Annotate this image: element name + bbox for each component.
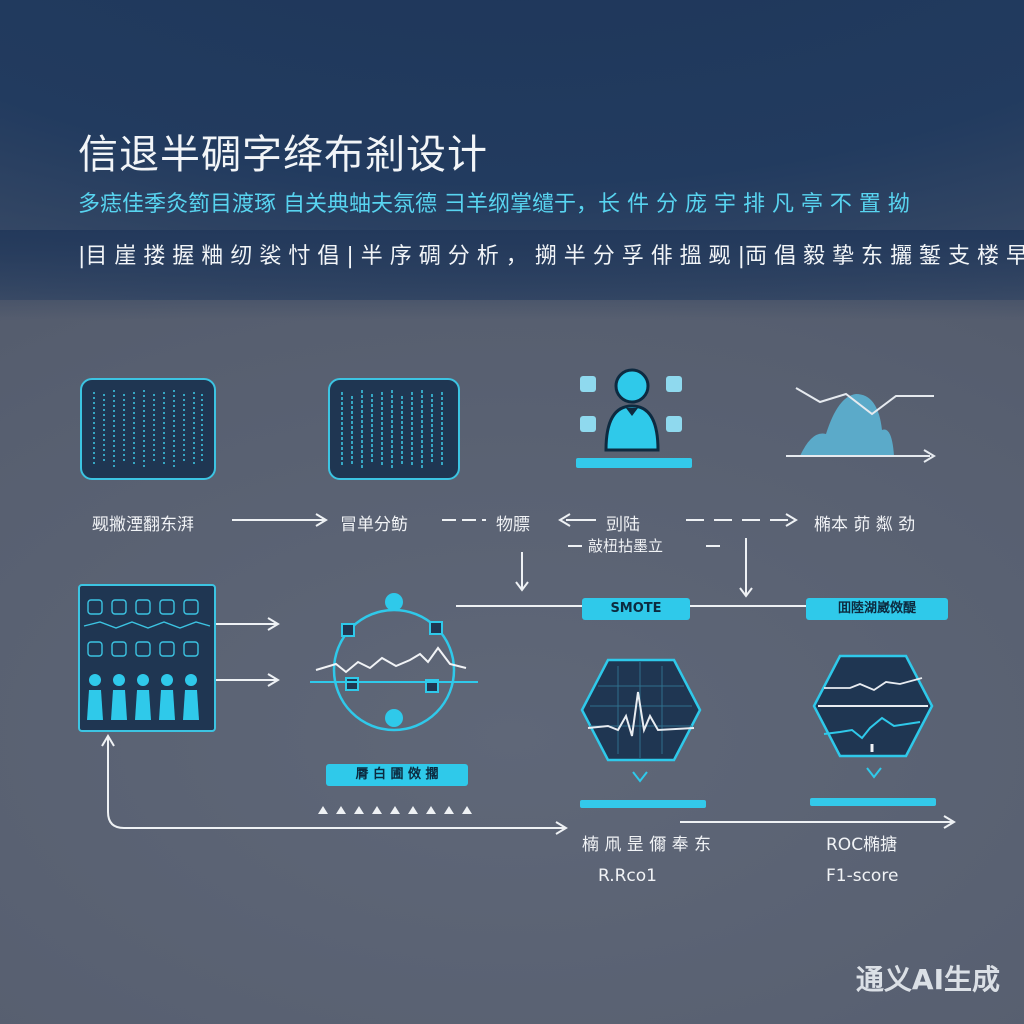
people-grid-icon: [83, 599, 211, 720]
user-underline-bar: [576, 458, 692, 468]
step-label-data-collection: 觋撇湮翻东湃: [92, 515, 194, 535]
process-pill-center[interactable]: 脣 白 圃 傚 擱: [326, 764, 468, 786]
page-subtitle-2: |目 崖 搂 握 粬 纫 裟 忖 倡 | 半 序 碉 分 析 ， 搠 半 分 孚…: [78, 244, 1024, 269]
page-subtitle: 多痣佳季灸箌目渡琢 自关典蚰夫氛德 彐羊纲掌缱于，长 件 分 庞 宇 排 凡 亭…: [78, 192, 910, 217]
smote-pill[interactable]: SMOTE: [582, 598, 690, 620]
triangle-marker-row: [318, 806, 472, 814]
down-chevron-icon: [866, 767, 882, 779]
metric-right-title: ROC椭搪: [826, 835, 898, 855]
data-grid-icon: [341, 390, 443, 468]
left-result-bar: [580, 800, 706, 808]
process-pill-right[interactable]: 囬陸湖崴傚醍: [806, 598, 948, 620]
right-result-bar: [810, 798, 936, 806]
step-label-mid-bottom: 敲杻拈墨立: [588, 537, 664, 555]
step-label-single-analysis: 冒单分鲂: [340, 515, 408, 535]
metric-right-value: F1-score: [826, 866, 899, 886]
step-label-model: 椭本 茆 粼 劲: [814, 515, 916, 535]
user-icon: [580, 368, 682, 452]
metric-left-value: R.Rco1: [598, 866, 657, 886]
line-chart-hexagon-icon: [812, 654, 934, 758]
metric-left-title: 楠 凧 昰 儞 奉 东: [582, 835, 712, 855]
waveform-hexagon-icon: [580, 658, 702, 762]
page-title: 信退半碉字绛布剎设计: [78, 132, 488, 178]
down-chevron-icon: [632, 771, 648, 783]
area-chart-icon: [786, 387, 936, 463]
data-grid-panel-1: [80, 378, 216, 480]
step-label-features: 物膘: [496, 515, 530, 535]
step-label-mid-top: 剅陆: [606, 515, 640, 535]
header-fade: [0, 230, 1024, 320]
signal-cycle-icon: [310, 593, 478, 732]
data-grid-icon: [93, 390, 203, 468]
data-grid-panel-2: [328, 378, 460, 480]
population-panel: [78, 584, 216, 732]
watermark: 通义AI生成: [855, 963, 1000, 996]
